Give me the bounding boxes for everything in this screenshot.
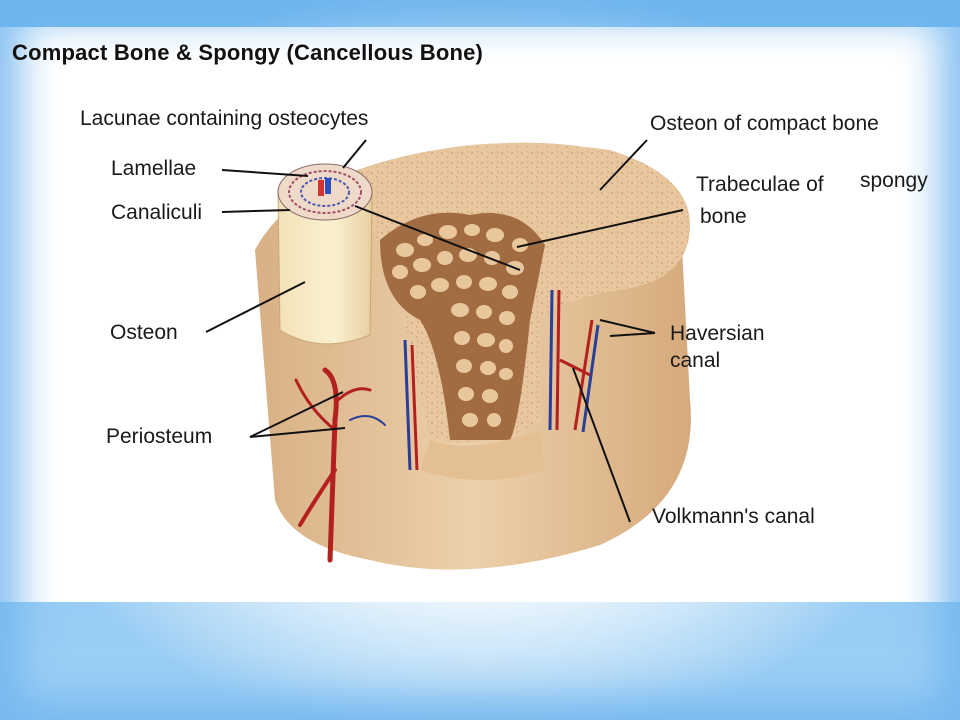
osteon-cylinder	[277, 163, 373, 345]
leader-lines	[205, 139, 684, 523]
label-osteon-compact: Osteon of compact bone	[650, 112, 879, 135]
label-canaliculi: Canaliculi	[111, 201, 203, 224]
label-trabeculae-line2: bone	[700, 205, 747, 228]
haversian-canals	[403, 289, 600, 471]
label-lacunae: Lacunae containing osteocytes	[80, 107, 369, 130]
label-volkmann: Volkmann's canal	[652, 505, 815, 528]
cut-face	[420, 430, 545, 480]
spongy-bone	[380, 212, 545, 440]
label-lamellae: Lamellae	[111, 157, 197, 180]
diagram-title: Compact Bone & Spongy (Cancellous Bone)	[12, 40, 484, 65]
label-haversian-line2: canal	[670, 349, 721, 372]
periosteal-vessels	[294, 367, 386, 563]
label-trabeculae-spongy: spongy	[860, 169, 928, 192]
label-trabeculae-line1: Trabeculae of	[696, 173, 824, 196]
label-haversian-line1: Haversian	[670, 322, 765, 345]
label-periosteum: Periosteum	[106, 425, 213, 448]
label-osteon: Osteon	[110, 321, 178, 344]
